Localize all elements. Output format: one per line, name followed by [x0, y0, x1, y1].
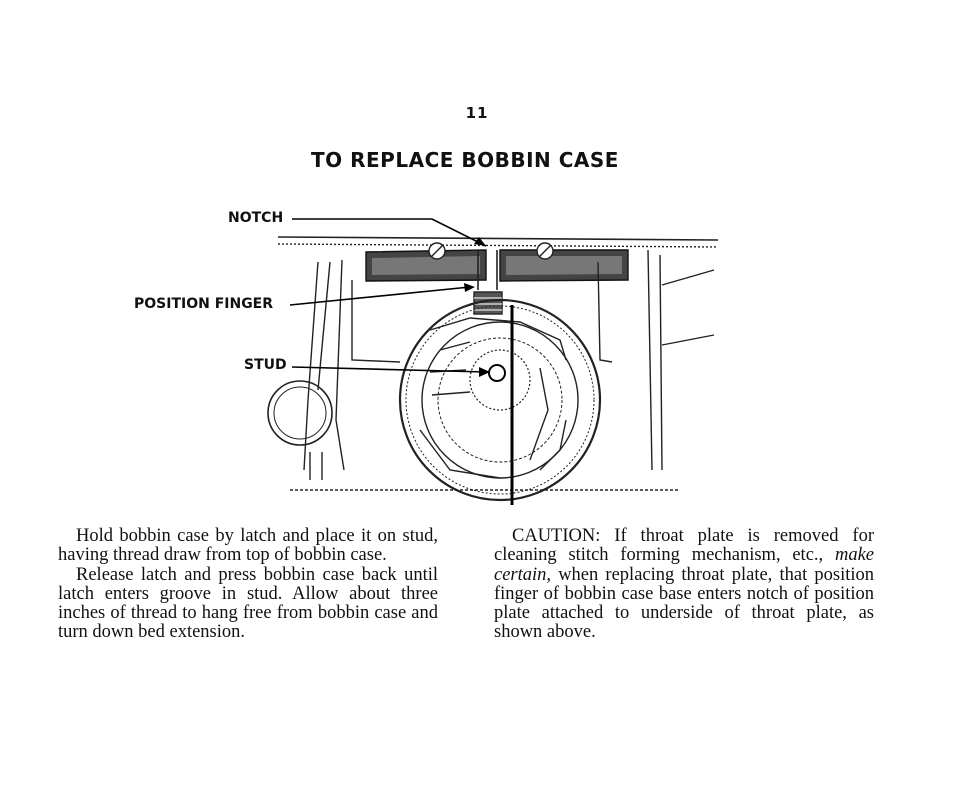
caution-column: CAUTION: If throat plate is removed for …: [494, 526, 874, 643]
instruction-paragraph-2: Release latch and press bobbin case back…: [58, 564, 438, 643]
instruction-paragraph-1: Hold bobbin case by latch and place it o…: [58, 526, 438, 566]
caution-emphasis: make certain,: [494, 545, 874, 585]
position-finger-label: POSITION FINGER: [134, 296, 274, 312]
instructions-column: Hold bobbin case by latch and place it o…: [58, 526, 438, 643]
caution-text-end: when replacing throat plate, that positi…: [494, 564, 874, 643]
caution-paragraph: CAUTION: If throat plate is removed for …: [494, 526, 874, 643]
caution-text-start: CAUTION: If throat plate is removed for …: [494, 526, 874, 566]
stud-label: STUD: [244, 357, 287, 373]
page-title: TO REPLACE BOBBIN CASE: [311, 148, 619, 172]
page-number: 11: [465, 104, 489, 122]
notch-label: NOTCH: [228, 210, 284, 226]
